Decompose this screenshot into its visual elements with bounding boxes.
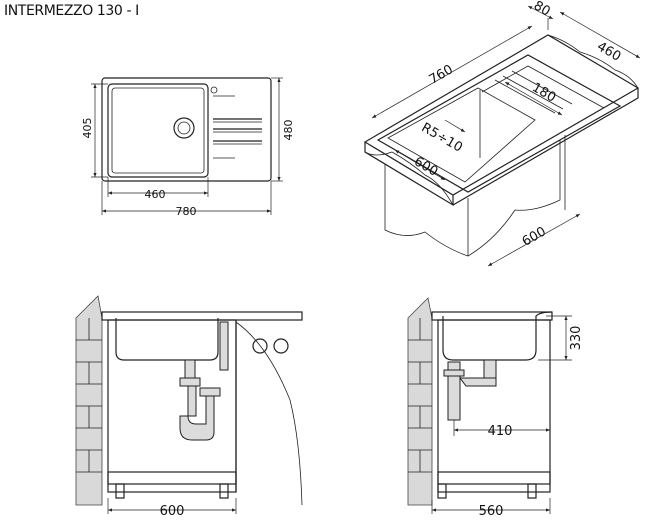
product-title: INTERMEZZO 130 - I: [4, 3, 139, 19]
dim-total-width: 780: [176, 205, 197, 218]
worktop-section: [101, 311, 303, 321]
front-view: 600: [75, 295, 303, 519]
dim-cabinet-side: 600: [520, 224, 549, 249]
dim-side-depth: 560: [479, 504, 504, 519]
bowl-section-side: [442, 311, 553, 361]
dim-front-width: 600: [160, 504, 185, 519]
top-view: 405 480 460 780: [81, 77, 295, 218]
dim-depth: 460: [594, 39, 623, 64]
dim-drainer: 180: [529, 80, 558, 105]
dim-cabinet-front: 600: [411, 154, 440, 179]
bowl-section: [115, 318, 219, 361]
dim-height: 330: [569, 326, 584, 351]
tap-hole: [210, 86, 218, 94]
wall-hatch-side: [407, 297, 433, 506]
dim-bowl-width: 460: [145, 188, 166, 201]
dim-radius: R5÷10: [419, 120, 465, 155]
dim-bowl-height: 405: [81, 118, 94, 139]
dim-length: 760: [427, 62, 456, 87]
iso-view: 760 460 80 180 R5÷10 600 600: [363, 0, 641, 267]
dim-drain-offset: 410: [488, 424, 513, 439]
bowl-outline: [107, 83, 209, 178]
outlet-circle: [252, 338, 268, 354]
drain-hole: [173, 117, 195, 139]
dim-total-height: 480: [282, 120, 295, 141]
wall-hatch: [75, 295, 103, 506]
drain-pipe: [184, 359, 196, 381]
drainer-grooves: [213, 95, 262, 159]
dim-thickness: 80: [531, 0, 553, 20]
sink-outline: [101, 77, 272, 182]
side-view: 330 410 560: [407, 297, 584, 519]
